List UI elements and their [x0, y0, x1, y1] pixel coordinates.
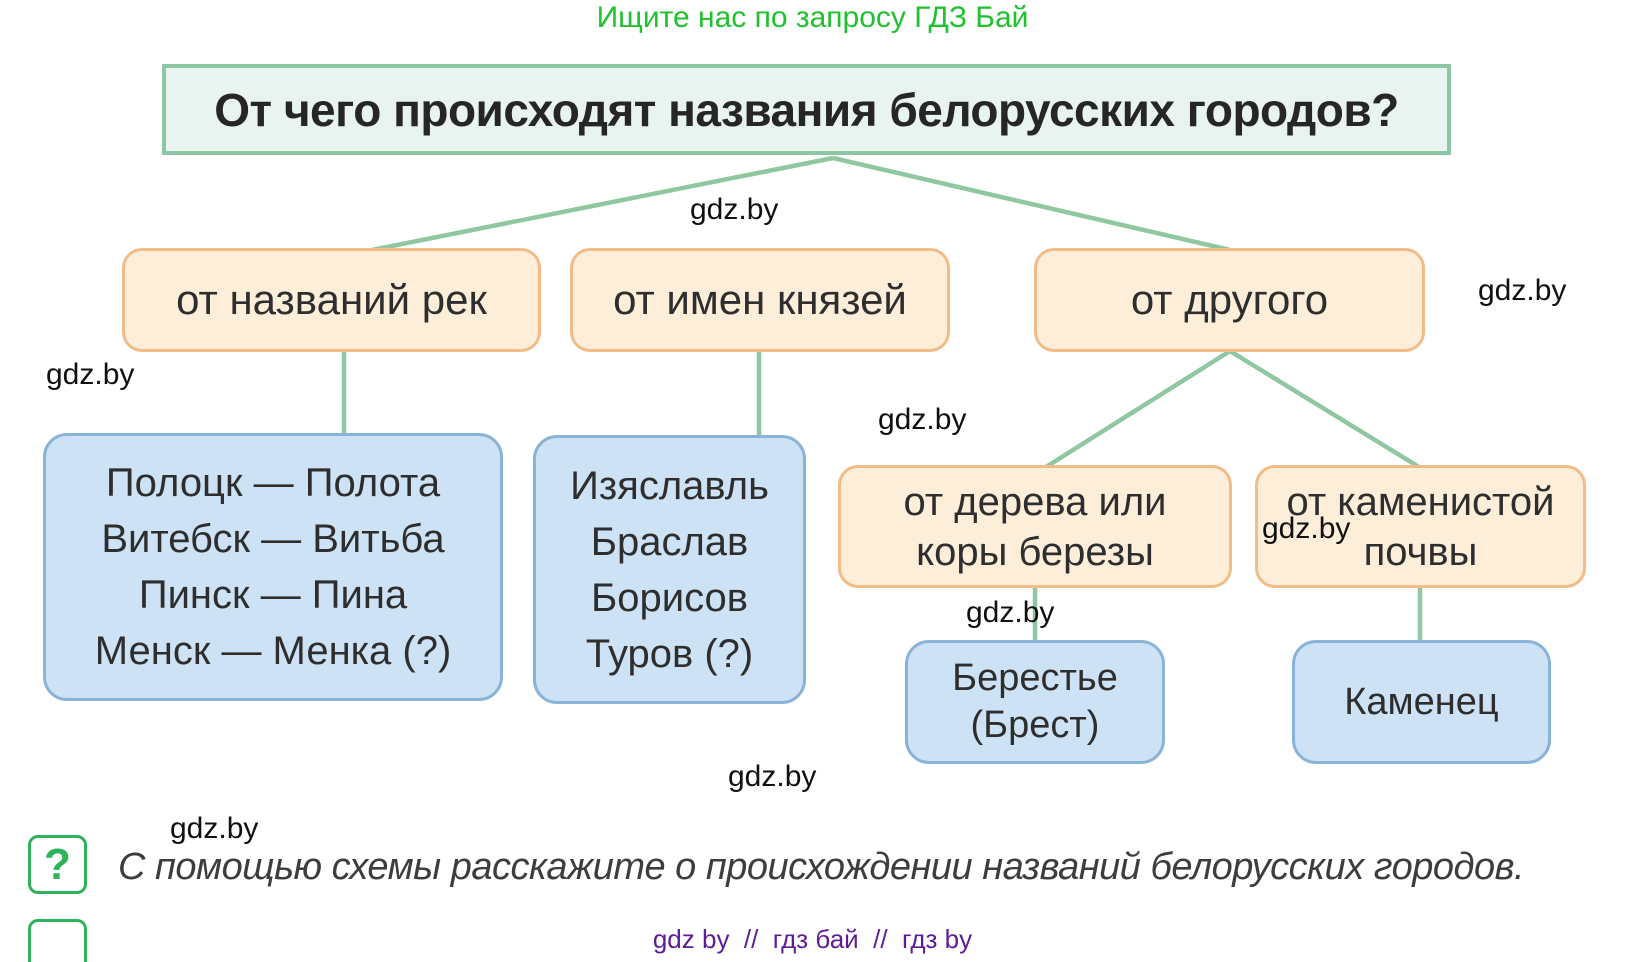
gdz-watermark: gdz.by — [878, 403, 967, 436]
example-vitebsk: Витебск — Витьба — [101, 517, 445, 561]
task-text: С помощью схемы расскажите о происхожден… — [118, 846, 1525, 888]
branch-princes-label: от имен князей — [613, 276, 907, 323]
example-polotsk: Полоцк — Полота — [105, 461, 441, 505]
example-mensk: Менск — Менка (?) — [94, 629, 452, 673]
example-brest-label: Берестье (Брест) — [952, 656, 1118, 747]
examples-rivers-box: Полоцк — Полота Витебск — Витьба Пинск —… — [43, 433, 503, 701]
subbranch-tree-bark-box: от дерева или коры березы — [838, 465, 1232, 588]
subbranch-tree-bark-label: от дерева или коры березы — [903, 479, 1167, 574]
example-braslav: Браслав — [590, 519, 749, 564]
gdz-watermark: gdz.by — [728, 760, 817, 793]
connector-other-soil — [1228, 349, 1421, 469]
partial-icon-box — [28, 919, 87, 962]
example-pinsk: Пинск — Пина — [138, 573, 408, 617]
connector-other-tree — [1044, 349, 1232, 469]
example-borisov: Борисов — [590, 575, 749, 620]
diagram-title-text: От чего происходят названия белорусских … — [214, 83, 1399, 136]
example-izyaslavl: Изяславль — [570, 463, 769, 508]
examples-princes-box: Изяславль Браслав Борисов Туров (?) — [533, 435, 806, 704]
branch-rivers-box: от названий рек — [122, 248, 541, 352]
subbranch-stony-soil-box: от каменистой почвы — [1255, 465, 1586, 588]
example-turov: Туров (?) — [585, 631, 754, 676]
branch-other-box: от другого — [1034, 248, 1425, 352]
example-kamenets-label: Каменец — [1344, 680, 1499, 723]
example-brest-box: Берестье (Брест) — [905, 640, 1165, 764]
gdz-watermark: gdz.by — [46, 358, 135, 391]
connector-title-other — [832, 155, 1231, 253]
subbranch-stony-soil-label: от каменистой почвы — [1286, 479, 1555, 574]
gdz-watermark: gdz.by — [1478, 274, 1567, 307]
gdz-watermark: gdz.by — [1262, 512, 1351, 545]
example-kamenets-box: Каменец — [1292, 640, 1551, 764]
question-mark-glyph: ? — [44, 839, 71, 889]
branch-other-label: от другого — [1130, 276, 1329, 323]
diagram-title: От чего происходят названия белорусских … — [162, 64, 1451, 155]
branch-princes-box: от имен князей — [570, 248, 950, 352]
branch-rivers-label: от названий рек — [176, 276, 487, 323]
footer-search-queries: gdz by // гдз бай // гдз by — [652, 924, 973, 954]
gdz-watermark: gdz.by — [170, 812, 259, 845]
top-banner-text: Ищите нас по запросу ГДЗ Бай — [596, 1, 1029, 34]
gdz-watermark: gdz.by — [690, 193, 779, 226]
gdz-watermark: gdz.by — [966, 596, 1055, 629]
question-icon: ? — [28, 835, 87, 894]
